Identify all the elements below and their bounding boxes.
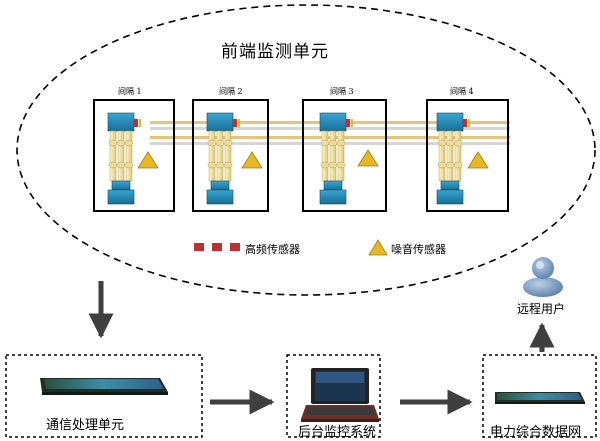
backend-label: 后台监控系统	[298, 425, 377, 440]
hf-sensor-icon	[194, 243, 240, 251]
comm-unit-label: 通信处理单元	[46, 418, 125, 433]
noise-sensor-icon-4	[467, 151, 489, 169]
network-device-icon	[495, 392, 585, 404]
comm-unit-box	[5, 354, 203, 438]
bay-frame-2	[192, 99, 269, 212]
bay-label-1: 间隔 1	[118, 87, 142, 96]
breaker-assembly-1	[107, 112, 142, 205]
front-end-title: 前端监测单元	[221, 42, 329, 62]
bay-label-3: 间隔 3	[330, 87, 354, 96]
network-box	[482, 354, 597, 438]
bay-frame-1	[93, 99, 175, 212]
breaker-assembly-2	[206, 112, 241, 205]
breaker-assembly-4	[436, 112, 471, 205]
user-icon	[523, 257, 563, 297]
breaker-assembly-3	[319, 112, 354, 205]
bay-frame-4	[426, 99, 509, 212]
noise-sensor-icon-2	[241, 151, 263, 169]
noise-sensor-icon-1	[137, 151, 159, 169]
laptop-icon	[301, 368, 379, 422]
noise-sensor-icon-3	[357, 149, 379, 167]
front-end-ellipse	[16, 4, 596, 296]
network-label: 电力综合数据网	[490, 425, 582, 440]
legend-hf-label: 高频传感器	[245, 243, 300, 256]
bay-frame-3	[302, 99, 387, 212]
bay-label-2: 间隔 2	[219, 87, 243, 96]
router-icon	[40, 378, 168, 395]
backend-box	[286, 354, 381, 438]
triangle-sensor-icon	[368, 239, 388, 256]
remote-user-label: 远程用户	[517, 302, 566, 316]
legend-noise-label: 噪音传感器	[391, 243, 446, 256]
bay-label-4: 间隔 4	[450, 87, 474, 96]
